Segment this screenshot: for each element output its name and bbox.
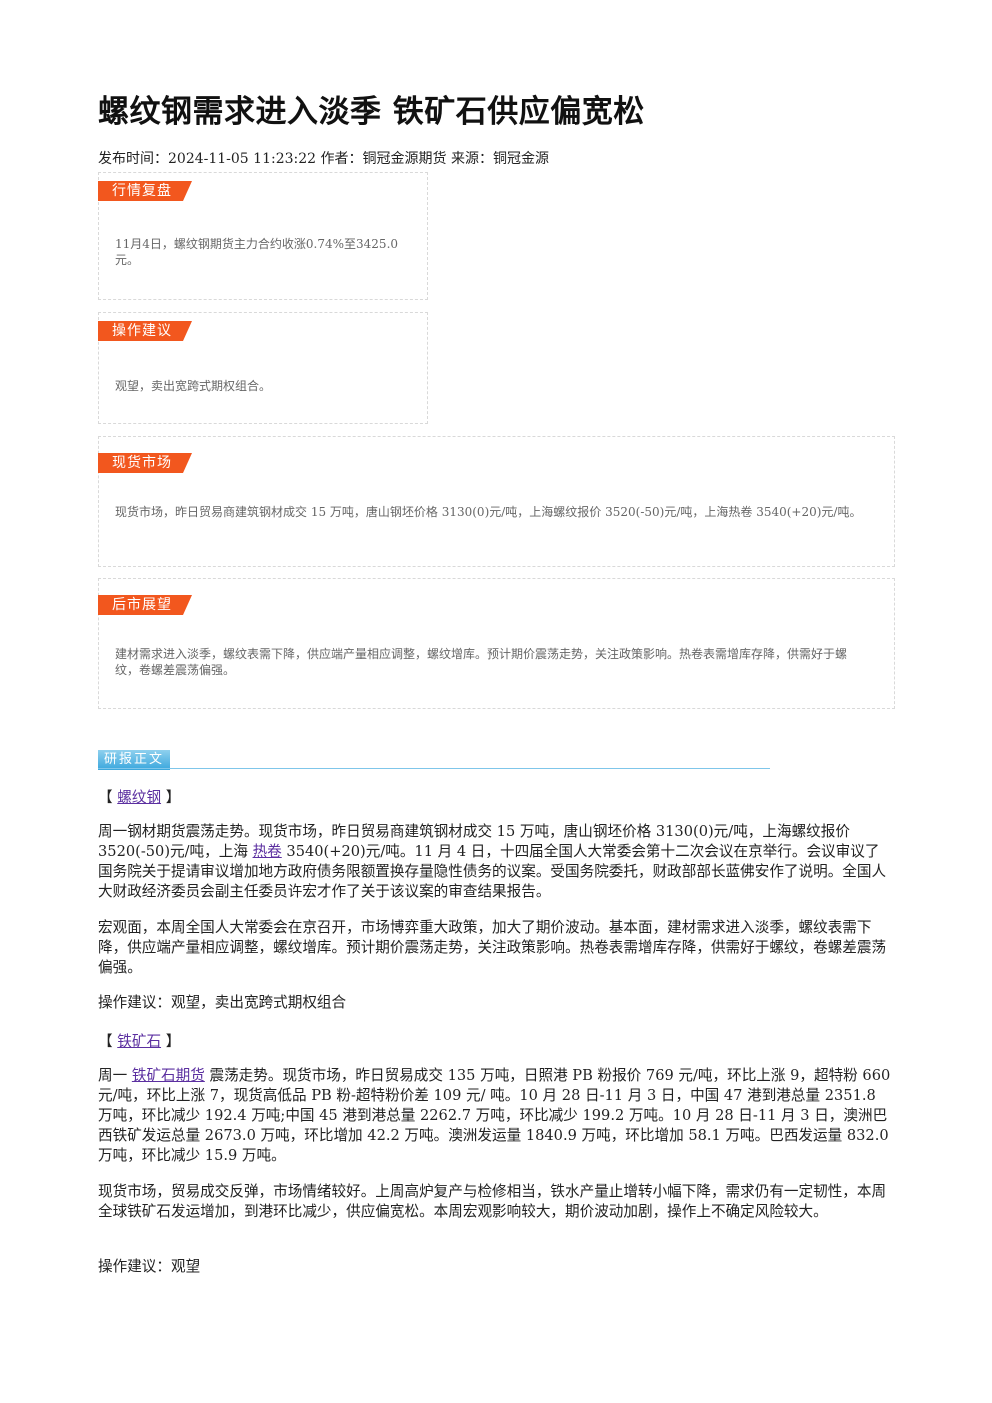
review-box: 行情复盘 11月4日，螺纹钢期货主力合约收涨0.74%至3425.0元。	[98, 172, 428, 300]
outlook-text: 建材需求进入淡季，螺纹表需下降，供应端产量相应调整，螺纹增库。预计期价震荡走势，…	[115, 647, 848, 677]
article-meta: 发布时间：2024-11-05 11:23:22 作者：铜冠金源期货 来源：铜冠…	[98, 151, 549, 167]
iron-paragraph-2: 现货市场，贸易成交反弹，市场情绪较好。上周高炉复产与检修相当，铁水产量止增转小幅…	[98, 1183, 887, 1220]
review-text: 11月4日，螺纹钢期货主力合约收涨0.74%至3425.0元。	[115, 237, 399, 267]
rebar-advice: 操作建议：观望，卖出宽跨式期权组合	[98, 994, 347, 1011]
iron-p1-text-b: 震荡走势。现货市场，昨日贸易成交 135 万吨，日照港 PB 粉报价 769 元…	[98, 1067, 891, 1164]
spot-box: 现货市场 现货市场，昨日贸易商建筑钢材成交 15 万吨，唐山钢坯价格 3130(…	[98, 436, 895, 567]
rebar-p1-text-b: 3540(+20)元/吨。11 月 4 日，十四届全国人大常委会第十二次会议在京…	[98, 843, 887, 900]
rebar-paragraph-2: 宏观面，本周全国人大常委会在京召开，市场博弈重大政策，加大了期价波动。基本面，建…	[98, 919, 887, 976]
outlook-box: 后市展望 建材需求进入淡季，螺纹表需下降，供应端产量相应调整，螺纹增库。预计期价…	[98, 578, 895, 709]
advice-text: 观望，卖出宽跨式期权组合。	[115, 379, 272, 393]
advice-box: 操作建议 观望，卖出宽跨式期权组合。	[98, 312, 428, 424]
iron-paragraph-1: 周一 铁矿石期货 震荡走势。现货市场，昨日贸易成交 135 万吨，日照港 PB …	[98, 1066, 894, 1166]
bracket-open: 【	[98, 1033, 113, 1050]
review-tag: 行情复盘	[98, 181, 192, 201]
report-divider	[98, 768, 770, 769]
spot-text: 现货市场，昨日贸易商建筑钢材成交 15 万吨，唐山钢坯价格 3130(0)元/吨…	[115, 505, 862, 519]
bracket-open: 【	[98, 789, 113, 806]
bracket-close: 】	[165, 1033, 181, 1050]
article-title: 螺纹钢需求进入淡季 铁矿石供应偏宽松	[98, 94, 645, 130]
rebar-link[interactable]: 螺纹钢	[117, 789, 162, 806]
iron-ore-link[interactable]: 铁矿石	[117, 1033, 162, 1050]
outlook-tag: 后市展望	[98, 595, 192, 615]
iron-ore-futures-link[interactable]: 铁矿石期货	[131, 1067, 205, 1084]
spot-tag: 现货市场	[98, 453, 192, 473]
bracket-close: 】	[165, 789, 181, 806]
advice-tag: 操作建议	[98, 321, 192, 341]
iron-p1-text-a: 周一	[98, 1067, 128, 1084]
report-label: 研报正文	[98, 750, 171, 770]
rebar-paragraph-1: 周一钢材期货震荡走势。现货市场，昨日贸易商建筑钢材成交 15 万吨，唐山钢坯价格…	[98, 822, 894, 902]
iron-advice: 操作建议：观望	[98, 1258, 201, 1275]
hot-coil-link[interactable]: 热卷	[252, 843, 282, 860]
rebar-section-heading: 【 螺纹钢 】	[98, 786, 180, 807]
iron-section-heading: 【 铁矿石 】	[98, 1030, 180, 1051]
rebar-p1-text-a: 周一钢材期货震荡走势。现货市场，昨日贸易商建筑钢材成交 15 万吨，唐山钢坯价格…	[98, 823, 850, 860]
